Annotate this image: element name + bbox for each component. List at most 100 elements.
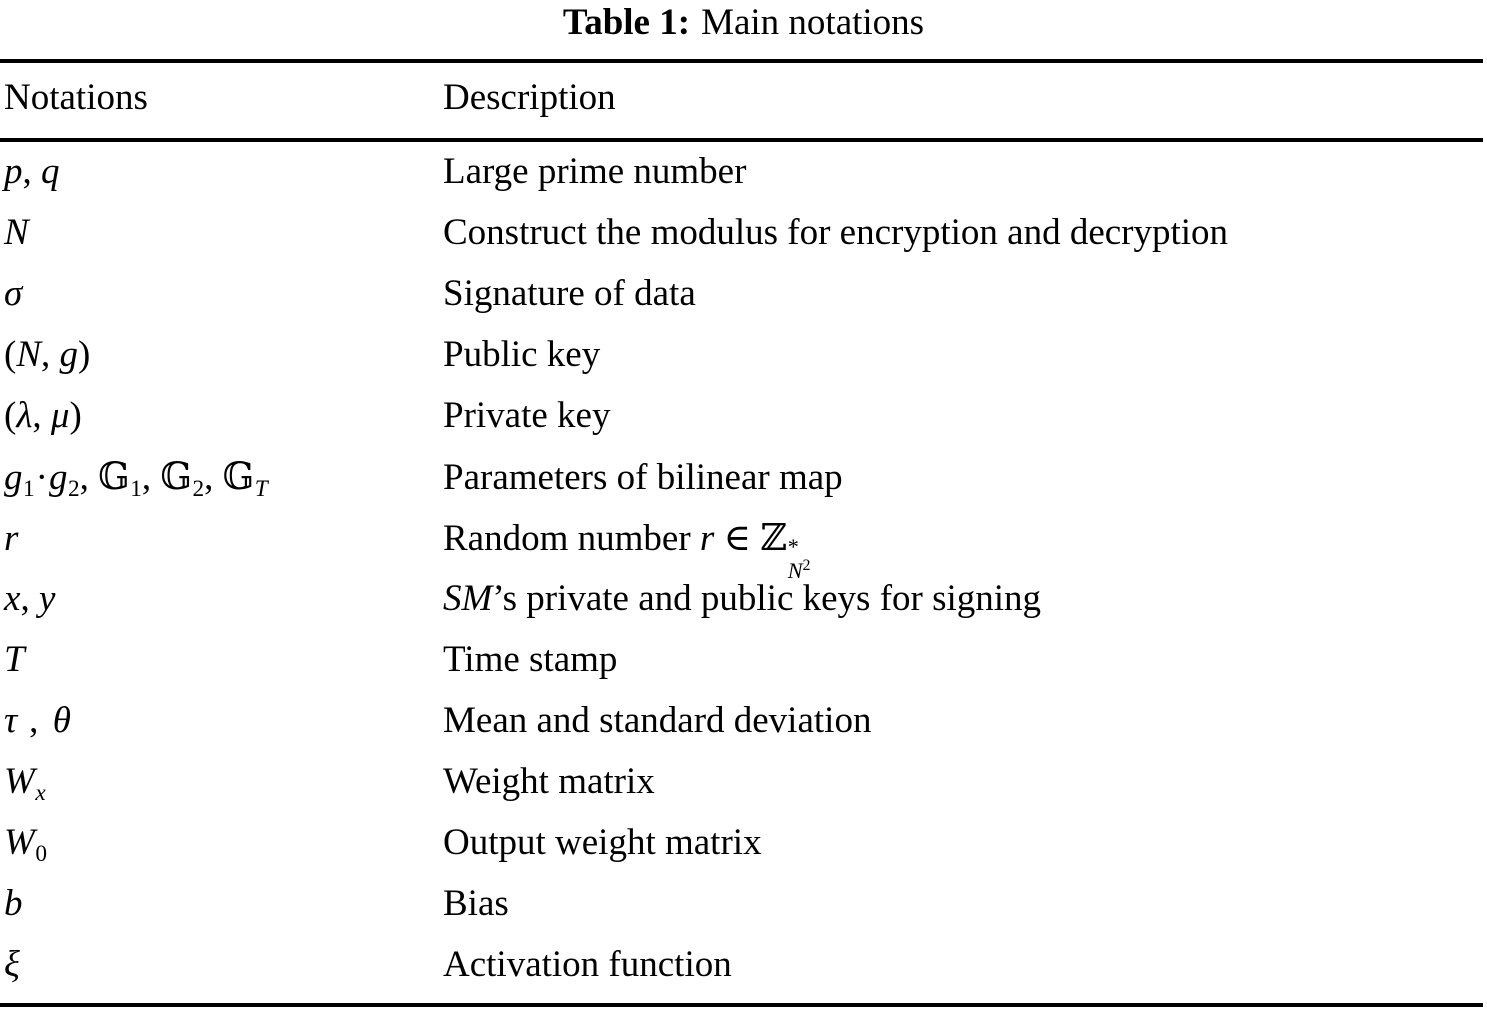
table-caption-label: Table 1: bbox=[562, 2, 691, 43]
right-paren-glyph: ) bbox=[69, 395, 82, 436]
description-cell: Output weight matrix bbox=[443, 822, 762, 863]
notation-cell: x, y bbox=[0, 577, 443, 620]
table-row: ξ Activation function bbox=[0, 943, 1483, 1004]
comma-glyph: , bbox=[32, 395, 51, 436]
left-paren-glyph: ( bbox=[4, 334, 17, 375]
symbol-T: T bbox=[4, 639, 25, 680]
symbol-blackboard-g: 𝔾 bbox=[98, 457, 130, 498]
table-bottom-rule bbox=[0, 1003, 1483, 1007]
notation-cell: τ , θ bbox=[0, 699, 443, 742]
symbol-blackboard-g: 𝔾 bbox=[222, 457, 255, 498]
description-text-prefix: Random number bbox=[443, 518, 700, 559]
element-of-icon: ∈ bbox=[723, 518, 751, 559]
symbol-r: r bbox=[4, 518, 19, 559]
table-row: T Time stamp bbox=[0, 638, 1483, 699]
symbol-r: r bbox=[699, 518, 715, 559]
notation-cell: (λ, μ) bbox=[0, 394, 443, 437]
symbol-W: W bbox=[4, 761, 35, 802]
description-cell: Signature of data bbox=[443, 273, 696, 314]
table-header-rule bbox=[0, 138, 1483, 142]
table-row: σ Signature of data bbox=[0, 272, 1483, 333]
subscript-one: 1 bbox=[23, 475, 35, 502]
description-cell: Bias bbox=[443, 883, 509, 924]
description-text-rest: ’s private and public keys for signing bbox=[492, 578, 1042, 619]
symbol-tau: τ bbox=[4, 700, 18, 741]
subscript-one: 1 bbox=[130, 475, 142, 502]
table-row: r Random number r ∈ ℤ*N2 bbox=[0, 516, 1483, 583]
table-header: Notations Description bbox=[0, 76, 1483, 134]
notation-cell: N bbox=[0, 211, 443, 254]
comma-glyph: , bbox=[79, 457, 99, 498]
notation-cell: Wx bbox=[0, 760, 443, 807]
symbol-g: g bbox=[59, 334, 79, 375]
symbol-sigma: σ bbox=[4, 273, 23, 314]
symbol-x: x bbox=[4, 578, 21, 619]
subscript-x: x bbox=[35, 779, 46, 806]
symbol-xi: ξ bbox=[4, 944, 20, 985]
description-cell: Weight matrix bbox=[443, 761, 655, 802]
table-row: x, y SM’s private and public keys for si… bbox=[0, 577, 1483, 638]
symbol-y: y bbox=[38, 578, 56, 619]
notation-cell: g1·g2, 𝔾1, 𝔾2, 𝔾T bbox=[0, 455, 443, 503]
table-row: Wx Weight matrix bbox=[0, 760, 1483, 821]
exponent-two: 2 bbox=[802, 556, 811, 574]
description-cell: Random number r ∈ ℤ*N2 bbox=[443, 516, 1483, 583]
notation-cell: ξ bbox=[0, 943, 443, 986]
description-cell: Large prime number bbox=[443, 151, 747, 192]
subscript-N-squared: N2 bbox=[788, 557, 811, 584]
table-top-rule bbox=[0, 59, 1483, 63]
subscript-two: 2 bbox=[192, 475, 205, 502]
symbol-p: p bbox=[4, 151, 23, 192]
column-header-notations: Notations bbox=[4, 77, 148, 118]
subscript-two: 2 bbox=[67, 475, 80, 502]
table-header-row: Notations Description bbox=[0, 76, 1483, 134]
description-cell: Parameters of bilinear map bbox=[443, 457, 843, 498]
symbol-g: g bbox=[4, 457, 23, 498]
right-paren-glyph: ) bbox=[78, 334, 91, 375]
symbol-blackboard-g: 𝔾 bbox=[160, 457, 193, 498]
table-row: g1·g2, 𝔾1, 𝔾2, 𝔾T Parameters of bilinear… bbox=[0, 455, 1483, 516]
symbol-N: N bbox=[16, 334, 42, 375]
notation-cell: r bbox=[0, 517, 443, 560]
description-cell: Activation function bbox=[443, 944, 732, 985]
table-caption-text: Main notations bbox=[701, 2, 925, 43]
comma-glyph: , bbox=[22, 151, 41, 192]
symbol-q: q bbox=[41, 151, 60, 192]
table-row: p, q Large prime number bbox=[0, 150, 1483, 211]
notation-cell: T bbox=[0, 638, 443, 681]
description-cell: Construct the modulus for encryption and… bbox=[443, 212, 1229, 253]
symbol-W: W bbox=[4, 822, 35, 863]
table-caption: Table 1:Main notations bbox=[0, 1, 1487, 45]
notation-cell: b bbox=[0, 882, 443, 925]
notation-cell: (N, g) bbox=[0, 333, 443, 376]
symbol-mu: μ bbox=[50, 395, 70, 436]
description-cell: SM’s private and public keys for signing bbox=[443, 577, 1483, 620]
entity-sm-italic: SM bbox=[443, 578, 493, 619]
notation-cell: W0 bbox=[0, 821, 443, 868]
left-paren-glyph: ( bbox=[4, 395, 17, 436]
symbol-theta: θ bbox=[52, 700, 71, 741]
notation-cell: σ bbox=[0, 272, 443, 315]
symbol-g: g bbox=[48, 457, 68, 498]
table-row: N Construct the modulus for encryption a… bbox=[0, 211, 1483, 272]
subscript-T: T bbox=[254, 475, 268, 502]
symbol-b: b bbox=[4, 883, 23, 924]
symbol-N: N bbox=[4, 212, 29, 253]
table-body: p, q Large prime number N Construct the … bbox=[0, 150, 1483, 1004]
comma-glyph: , bbox=[141, 457, 161, 498]
comma-glyph: , bbox=[20, 578, 39, 619]
comma-glyph: , bbox=[204, 457, 223, 498]
comma-glyph: , bbox=[41, 334, 60, 375]
table-row: τ , θ Mean and standard deviation bbox=[0, 699, 1483, 760]
table-row: W0 Output weight matrix bbox=[0, 821, 1483, 882]
column-header-description: Description bbox=[443, 77, 616, 118]
subscript-N: N bbox=[787, 557, 803, 583]
table-row: (N, g) Public key bbox=[0, 333, 1483, 394]
symbol-blackboard-z: ℤ bbox=[760, 518, 788, 559]
subscript-zero: 0 bbox=[35, 840, 47, 867]
superscript-star: * bbox=[787, 534, 799, 560]
table-row: (λ, μ) Private key bbox=[0, 394, 1483, 455]
symbol-lambda: λ bbox=[16, 395, 33, 436]
middot-glyph: · bbox=[35, 457, 48, 498]
